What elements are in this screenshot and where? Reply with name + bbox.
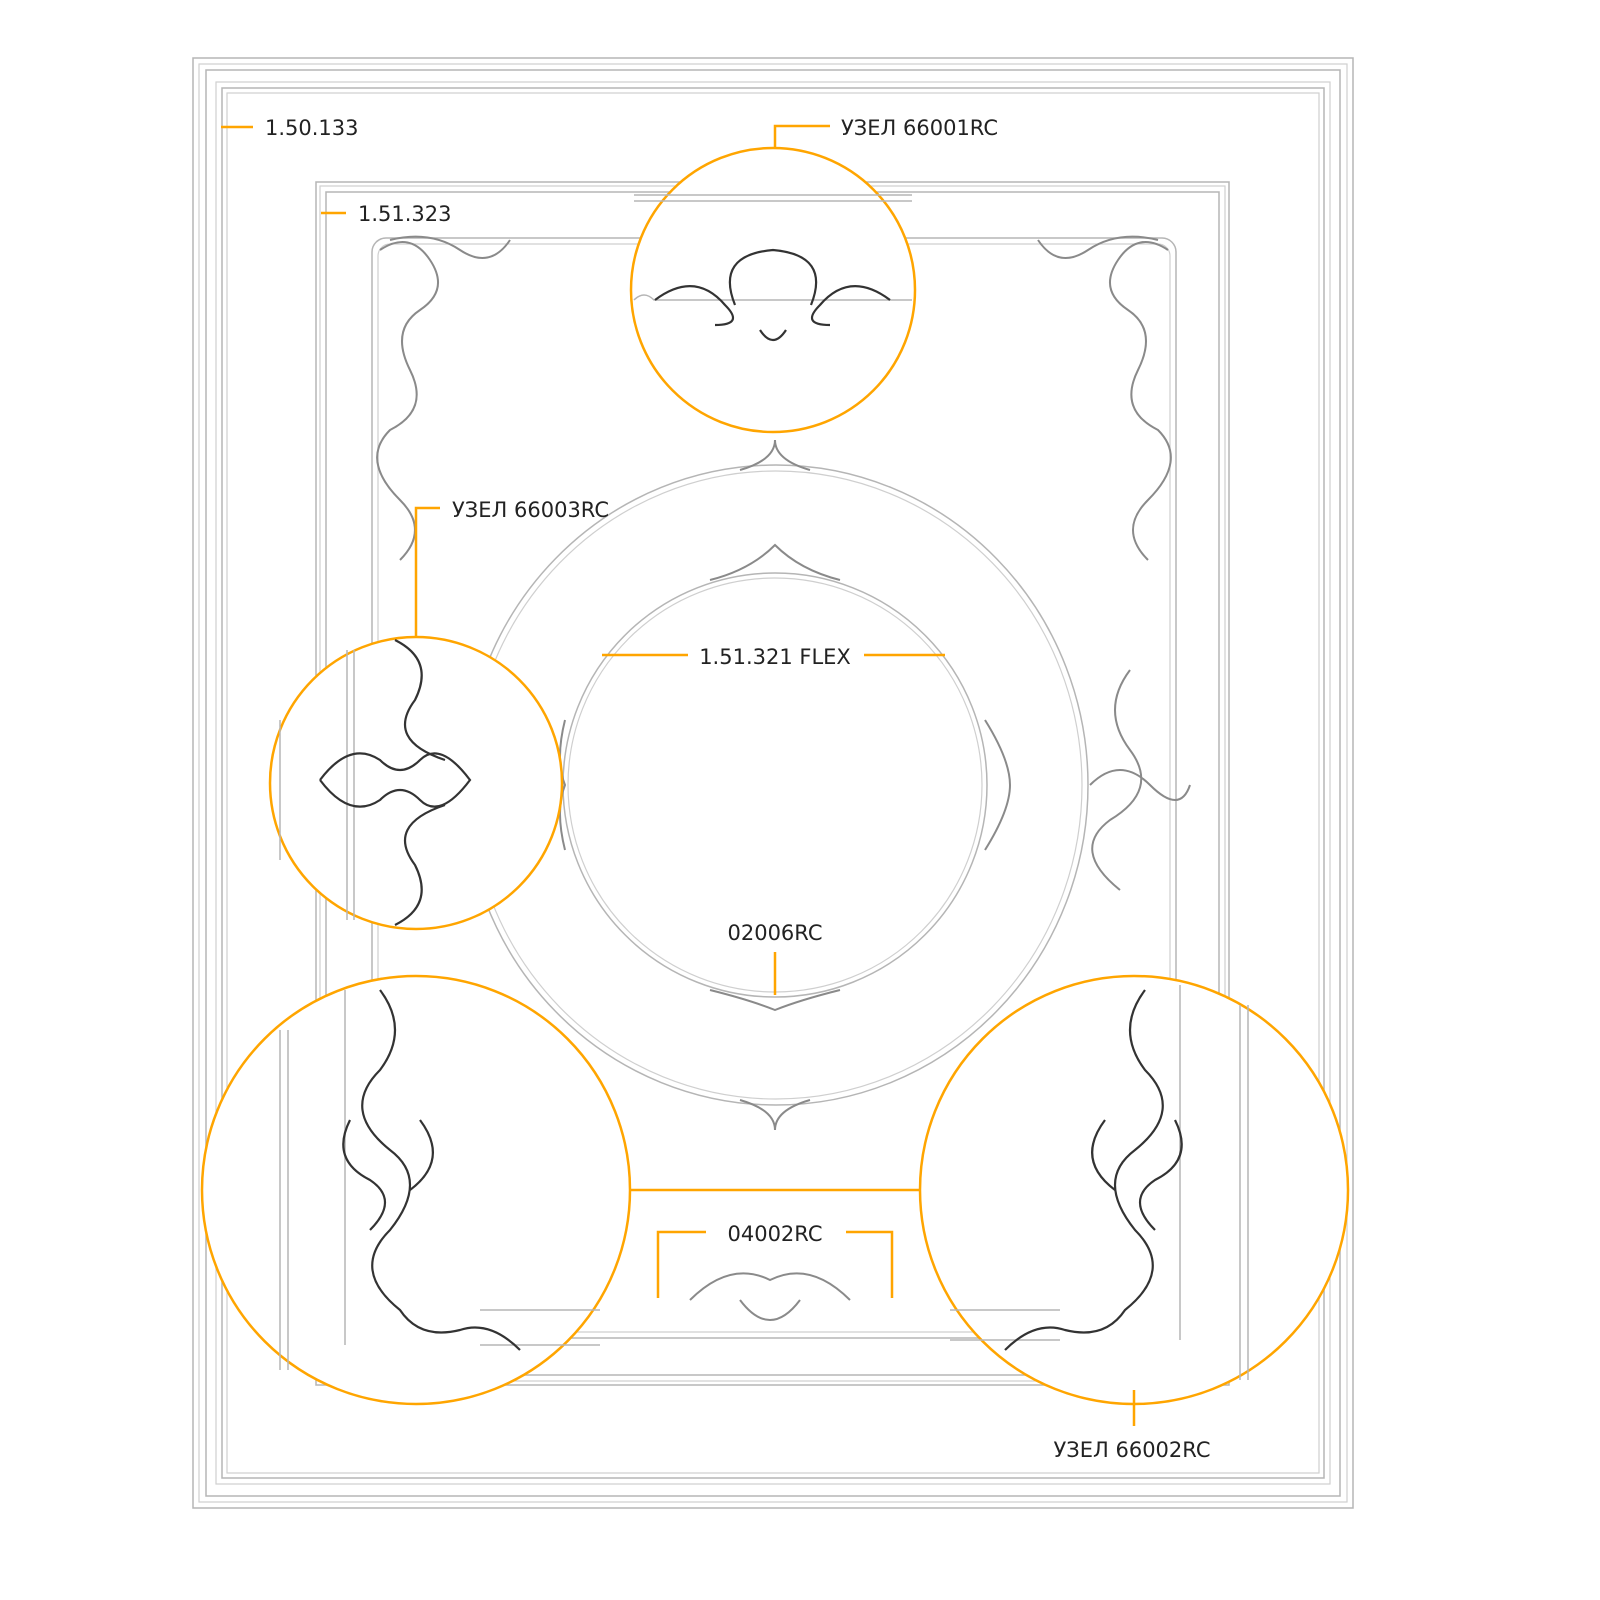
- corner-ornaments: [376, 235, 1191, 1321]
- label-inner-frame: 1.51.323: [358, 202, 452, 226]
- outer-frame-molding: [192, 57, 1354, 1509]
- label-bottom-ornament: 04002RC: [727, 1222, 822, 1246]
- label-ring: 1.51.321 FLEX: [699, 645, 851, 669]
- label-outer-frame: 1.50.133: [265, 116, 359, 140]
- label-node-corner: УЗЕЛ 66002RC: [1053, 1438, 1210, 1462]
- magnifier-node-66003rc: [268, 635, 564, 931]
- magnifier-node-66002rc: [918, 974, 1350, 1406]
- magnifier-node-66001rc: [629, 146, 917, 434]
- label-ring-ornament: 02006RC: [727, 921, 822, 945]
- label-node-left: УЗЕЛ 66003RC: [452, 498, 609, 522]
- magnifier-bottom-left-corner: [200, 974, 632, 1406]
- leader-lines: [221, 124, 1136, 1426]
- label-node-top: УЗЕЛ 66001RC: [841, 116, 998, 140]
